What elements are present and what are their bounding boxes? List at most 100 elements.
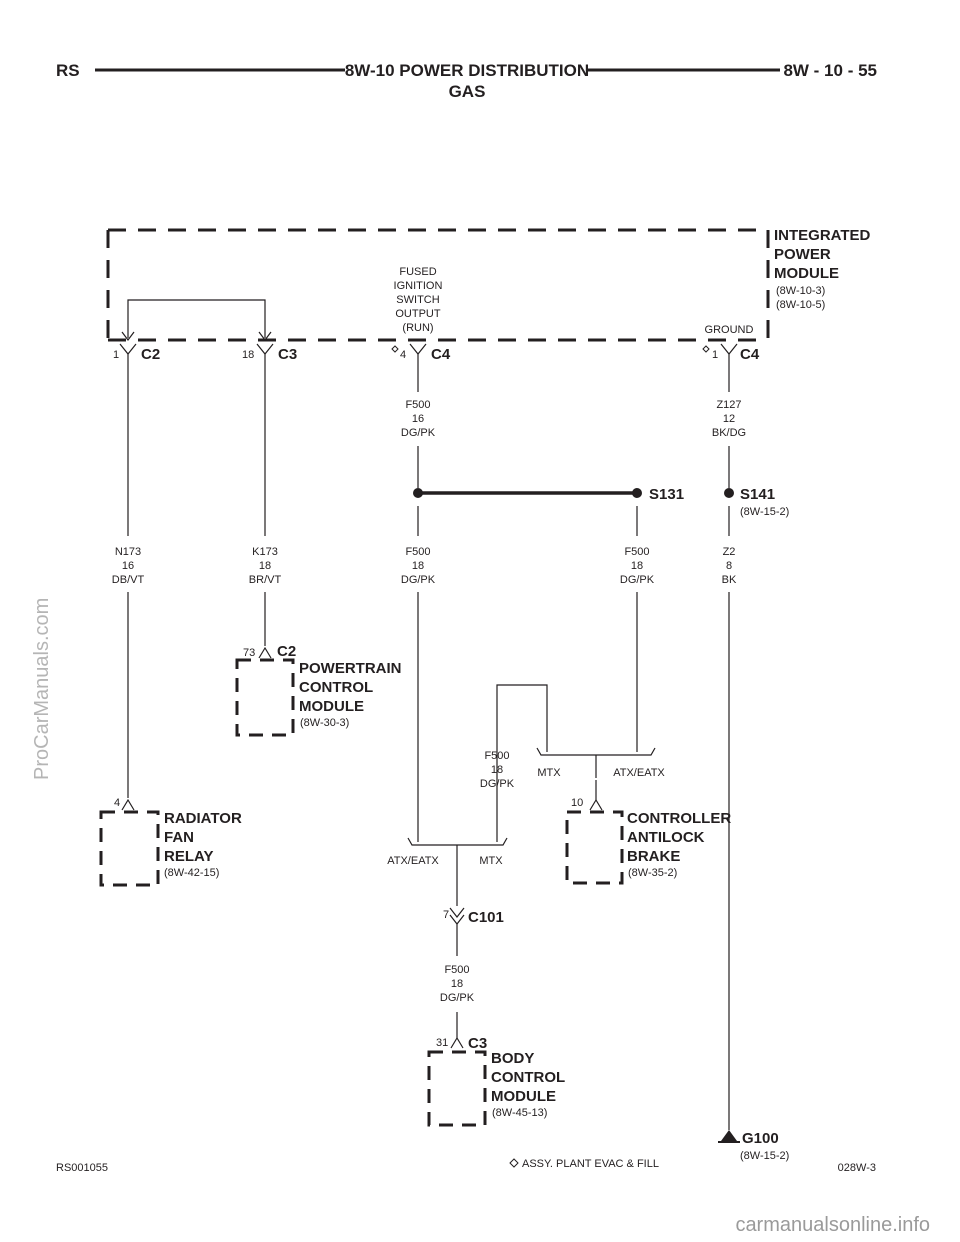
wire-f500-18-d-gauge: 18 — [451, 978, 463, 990]
ipm-name-3: MODULE — [774, 265, 839, 282]
wire-f500-18-a-color: DG/PK — [401, 574, 436, 586]
wire-f500-16-gauge: 16 — [412, 413, 424, 425]
ipm-outline — [106, 228, 770, 342]
wire-f500-18-a-circuit: F500 — [405, 546, 430, 558]
rfr-ref: (8W-42-15) — [164, 867, 219, 879]
header-page-number: 8W - 10 - 55 — [783, 61, 877, 80]
cab-pin: 10 — [571, 797, 583, 809]
fused-label-5: (RUN) — [402, 322, 433, 334]
cab-name-2: ANTILOCK — [627, 829, 705, 846]
option-mtx-label: MTX — [537, 767, 561, 779]
bcm-c3-connector — [450, 1036, 464, 1049]
wire-f500-18-b-gauge: 18 — [631, 560, 643, 572]
bcm-c3-name: C3 — [468, 1035, 487, 1052]
wire-n173-circuit: N173 — [115, 546, 141, 558]
c101-pin: 7 — [443, 909, 449, 921]
fused-label-2: IGNITION — [394, 280, 443, 292]
cab-name-3: BRAKE — [627, 848, 680, 865]
splice-s131-dot — [632, 488, 642, 498]
rfr-name-3: RELAY — [164, 848, 213, 865]
rfr-name-2: FAN — [164, 829, 194, 846]
wire-z127-circuit: Z127 — [716, 399, 741, 411]
ipm-internal-jumper — [127, 299, 266, 338]
ipm-ref-2: (8W-10-5) — [776, 299, 825, 311]
c3-top-name: C3 — [278, 346, 297, 363]
c2-top-name: C2 — [141, 346, 160, 363]
wire-n173-gauge: 16 — [122, 560, 134, 572]
wire-f500-18-d-color: DG/PK — [440, 992, 475, 1004]
pcm-c2-name: C2 — [277, 643, 296, 660]
c4-a-pin: 4 — [400, 349, 406, 361]
wire-z2-color: BK — [722, 574, 737, 586]
wire-f500-18-b-color: DG/PK — [620, 574, 655, 586]
fused-label-3: SWITCH — [396, 294, 439, 306]
ipm-arrows — [121, 331, 272, 341]
wire-f500-16-circuit: F500 — [405, 399, 430, 411]
wire-f500-18-c-circuit: F500 — [484, 750, 509, 762]
wire-z2-gauge: 8 — [726, 560, 732, 572]
bottom-watermark: carmanualsonline.info — [735, 1214, 930, 1236]
cab-name-1: CONTROLLER — [627, 810, 731, 827]
rfr-connector — [121, 798, 135, 811]
ipm-name-2: POWER — [774, 246, 831, 263]
wire-z127-gauge: 12 — [723, 413, 735, 425]
pcm-name-1: POWERTRAIN — [299, 660, 402, 677]
pcm-c2-connector — [258, 646, 272, 659]
fused-label-4: OUTPUT — [395, 308, 441, 320]
ground-ref: (8W-15-2) — [740, 1150, 789, 1162]
plant-evac-diamond-icon — [509, 1158, 519, 1168]
rfr-name-1: RADIATOR — [164, 810, 242, 827]
option-mtx-label-2: MTX — [479, 855, 503, 867]
option-splitter-c101 — [407, 837, 508, 846]
ipm-ref-1: (8W-10-3) — [776, 285, 825, 297]
wire-f500-18-c-gauge: 18 — [491, 764, 503, 776]
bcm-name-1: BODY — [491, 1050, 534, 1067]
splice-s141-ref: (8W-15-2) — [740, 506, 789, 518]
c3-top-connector — [256, 343, 274, 355]
bcm-outline — [427, 1050, 487, 1127]
wire-f500-18-b-circuit: F500 — [624, 546, 649, 558]
splice-s131-name: S131 — [649, 486, 684, 503]
c4-a-connector — [409, 343, 427, 355]
bcm-name-3: MODULE — [491, 1088, 556, 1105]
c4-b-pin: 1 — [712, 349, 718, 361]
cab-ref: (8W-35-2) — [628, 867, 677, 879]
wire-f500-18-a-gauge: 18 — [412, 560, 424, 572]
wire-k173-circuit: K173 — [252, 546, 278, 558]
c2-top-pin: 1 — [113, 349, 119, 361]
ground-icon — [721, 1130, 737, 1141]
wire-k173-gauge: 18 — [259, 560, 271, 572]
pcm-name-3: MODULE — [299, 698, 364, 715]
header-title: 8W-10 POWER DISTRIBUTION — [345, 61, 589, 80]
rfr-outline — [99, 810, 160, 887]
fused-label-1: FUSED — [399, 266, 436, 278]
wire-f500-16-color: DG/PK — [401, 427, 436, 439]
cab-outline — [565, 810, 624, 885]
c4-b-name: C4 — [740, 346, 760, 363]
wire-f500-18-d-circuit: F500 — [444, 964, 469, 976]
ground-name: G100 — [742, 1130, 779, 1147]
pcm-outline — [235, 658, 295, 737]
mtx-jumper-wire — [496, 684, 548, 842]
plant-evac-diamond-icon — [391, 345, 399, 353]
cab-connector — [589, 798, 603, 811]
splice-s141-dot — [724, 488, 734, 498]
wire-k173-color: BR/VT — [249, 574, 282, 586]
option-atx-eatx-label: ATX/EATX — [613, 767, 665, 779]
c101-name: C101 — [468, 909, 504, 926]
footer-left: RS001055 — [56, 1162, 108, 1174]
c4-a-name: C4 — [431, 346, 451, 363]
wire-f500-18-c-color: DG/PK — [480, 778, 515, 790]
bcm-c3-pin: 31 — [436, 1037, 448, 1049]
splice-s141-name: S141 — [740, 486, 775, 503]
c2-top-connector — [119, 343, 137, 355]
ipm-name-1: INTEGRATED — [774, 227, 871, 244]
ground-label: GROUND — [705, 324, 754, 336]
header-left: RS — [56, 61, 80, 80]
footer-note: ASSY. PLANT EVAC & FILL — [522, 1158, 659, 1170]
pcm-ref: (8W-30-3) — [300, 717, 349, 729]
footer-right: 028W-3 — [838, 1162, 876, 1174]
c101-connector — [449, 907, 465, 925]
bcm-name-2: CONTROL — [491, 1069, 565, 1086]
